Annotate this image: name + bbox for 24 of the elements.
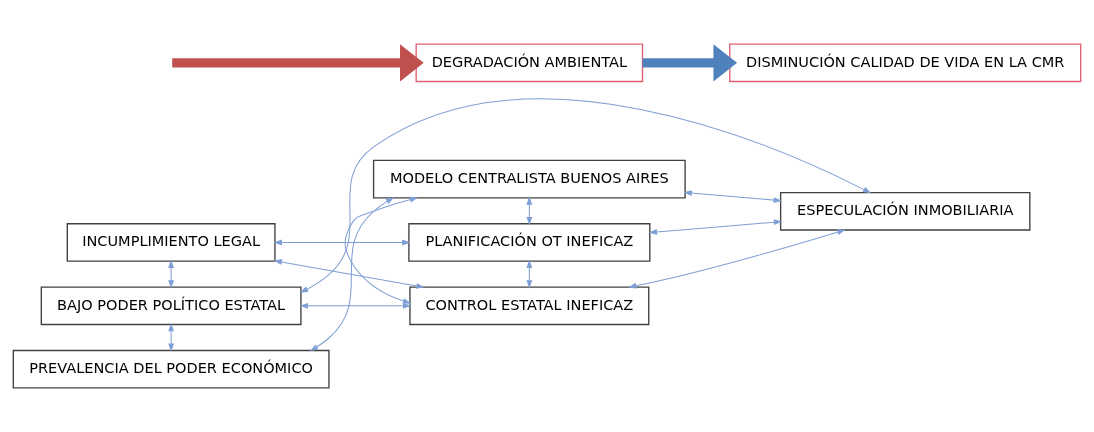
node-box: BAJO PODER POLÍTICO ESTATAL (40, 286, 302, 326)
arrow (299, 302, 412, 309)
node-box: PLANIFICACIÓN OT INEFICAZ (408, 223, 651, 262)
arrow (309, 197, 395, 352)
arrow (168, 323, 175, 352)
arrow (299, 98, 872, 293)
node-box: INCUMPLIMIENTO LEGAL (66, 223, 276, 262)
node-box: CONTROL ESTATAL INEFICAZ (409, 286, 650, 326)
arrow (648, 219, 783, 235)
arrow (683, 190, 782, 203)
node-box: DISMINUCIÓN CALIDAD DE VIDA EN LA CMR (729, 43, 1082, 83)
arrow (172, 44, 424, 82)
arrow (628, 229, 846, 289)
arrow (526, 196, 533, 226)
node-box: PREVALENCIA DEL PODER ECONÓMICO (12, 349, 330, 389)
node-box: MODELO CENTRALISTA BUENOS AIRES (372, 159, 686, 199)
arrow (344, 196, 419, 304)
arrow (526, 259, 533, 289)
node-box: DEGRADACIÓN AMBIENTAL (415, 43, 644, 83)
arrow (642, 44, 738, 82)
node-box: ESPECULACIÓN INMOBILIARIA (779, 191, 1031, 231)
arrow (273, 239, 411, 246)
arrow (273, 259, 425, 289)
arrow (168, 259, 175, 289)
